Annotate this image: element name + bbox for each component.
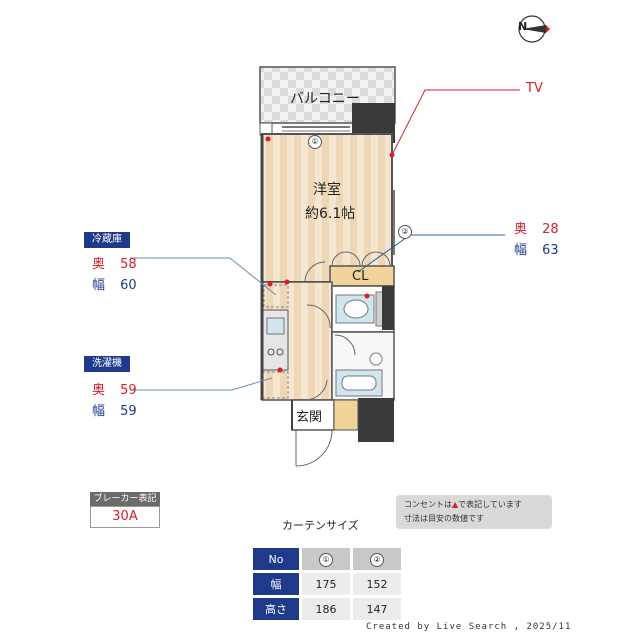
- closet-depth-label: 奥: [514, 222, 528, 237]
- curtain-title: カーテンサイズ: [282, 519, 359, 532]
- entrance-label: 玄関: [296, 410, 323, 425]
- entrance-area: [291, 399, 335, 431]
- note-line1: コンセントは: [404, 500, 452, 509]
- cell-width-1: 175: [302, 573, 350, 595]
- table-row: No ① ②: [253, 548, 401, 570]
- cell-height-1: 186: [302, 598, 350, 620]
- curtain-table: No ① ② 幅 175 152 高さ 186 147: [250, 545, 404, 623]
- closet-label: CL: [352, 269, 369, 284]
- note-line1b: で表記しています: [458, 500, 522, 509]
- fridge-title: 冷蔵庫: [84, 232, 130, 248]
- washer-width-value: 59: [120, 404, 137, 419]
- header-cell-no: No: [253, 548, 299, 570]
- pipe-space: [358, 398, 394, 442]
- washer-title: 洗濯機: [84, 356, 130, 372]
- row-label-height: 高さ: [253, 598, 299, 620]
- balcony-label: バルコニー: [290, 91, 360, 107]
- cell-width-2: 152: [353, 573, 401, 595]
- western-room-label: 洋室: [313, 182, 341, 198]
- outlet-legend-icon: ▲: [452, 500, 459, 509]
- fridge-depth-value: 58: [120, 257, 137, 272]
- window-number-1: ①: [319, 552, 333, 567]
- tv-label: TV: [526, 81, 543, 96]
- credit-text: Created by Live Search , 2025/11: [366, 622, 572, 632]
- window-marker-1: ①: [308, 135, 322, 149]
- washer-depth-value: 59: [120, 383, 137, 398]
- breaker-value: 30A: [90, 506, 160, 528]
- washer-depth-label: 奥: [92, 383, 106, 398]
- window-marker-2: ②: [398, 225, 412, 239]
- closet-dimensions: 奥 28 幅 63: [514, 218, 574, 258]
- western-room-size: 約6.1帖: [305, 206, 356, 222]
- cell-height-2: 147: [353, 598, 401, 620]
- breaker-label: ブレーカー表記: [90, 492, 160, 506]
- outlet-markers: [265, 136, 395, 373]
- header-cell-2: ②: [353, 548, 401, 570]
- note-line2: 寸法は目安の数値です: [404, 514, 484, 523]
- closet-width-value: 63: [542, 243, 559, 258]
- fridge-width-label: 幅: [92, 278, 106, 293]
- row-label-width: 幅: [253, 573, 299, 595]
- window-number-2: ②: [370, 552, 384, 567]
- fridge-depth-label: 奥: [92, 257, 106, 272]
- header-cell-1: ①: [302, 548, 350, 570]
- legend-note: コンセントは▲で表記しています 寸法は目安の数値です: [396, 495, 552, 529]
- breaker-box: ブレーカー表記 30A: [90, 492, 160, 528]
- table-row: 幅 175 152: [253, 573, 401, 595]
- closet-width-label: 幅: [514, 243, 528, 258]
- compass-north-label: N: [518, 20, 528, 33]
- fridge-width-value: 60: [120, 278, 137, 293]
- fridge-dimensions: 奥 58 幅 60: [92, 253, 137, 293]
- washer-width-label: 幅: [92, 404, 106, 419]
- closet-depth-value: 28: [542, 222, 559, 237]
- washer-dimensions: 奥 59 幅 59: [92, 379, 137, 419]
- table-row: 高さ 186 147: [253, 598, 401, 620]
